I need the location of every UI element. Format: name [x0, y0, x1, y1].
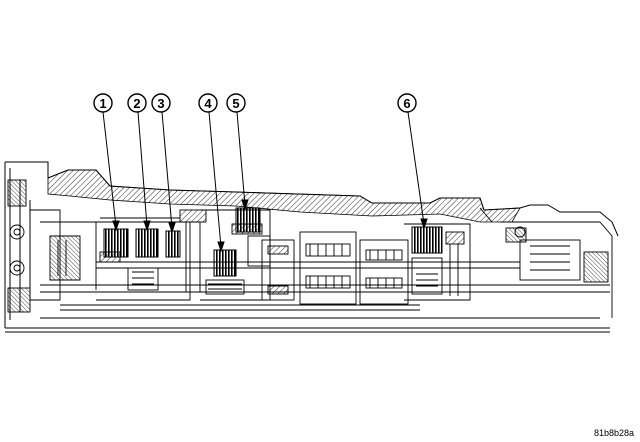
clutch-housing-front [96, 209, 207, 301]
case-wall-section [47, 169, 521, 223]
svg-text:6: 6 [403, 96, 410, 111]
callout-3: 3 [151, 93, 171, 113]
clutch-pack-1 [103, 228, 129, 258]
svg-text:2: 2 [133, 96, 140, 111]
planetary-gearsets [261, 231, 409, 305]
callout-2: 2 [127, 93, 147, 113]
clutch-pack-3 [165, 230, 181, 258]
callout-6: 6 [397, 93, 417, 113]
bell-housing [7, 179, 97, 313]
callout-5: 5 [226, 93, 246, 113]
callout-4: 4 [198, 93, 218, 113]
clutch-pack-4 [213, 249, 237, 277]
svg-text:4: 4 [204, 96, 212, 111]
callout-leaders [102, 111, 428, 253]
clutch-pack-5 [235, 207, 261, 233]
svg-text:5: 5 [232, 96, 239, 111]
figure-id: 81b8b28a [593, 428, 634, 438]
svg-text:1: 1 [99, 96, 106, 111]
clutch-pack-2 [135, 228, 159, 258]
housing-outline [4, 161, 619, 333]
extension-housing [479, 207, 613, 318]
svg-text:3: 3 [157, 96, 164, 111]
callout-1: 1 [93, 93, 113, 113]
clutch-pack-6 [411, 226, 443, 254]
clutch-housing-rear [404, 223, 471, 301]
